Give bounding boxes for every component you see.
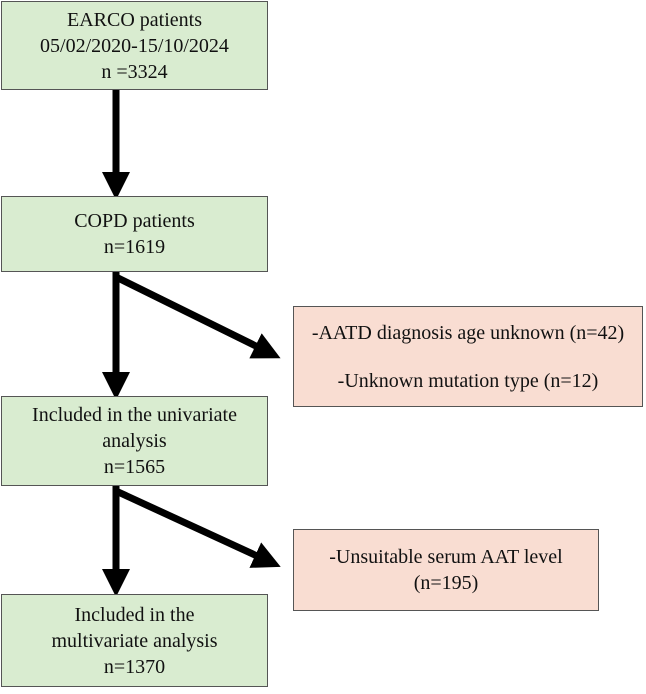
copd-count: n=1619 [103, 236, 166, 258]
multivariate-count: n=1370 [103, 655, 166, 678]
exclusion-box-1: -AATD diagnosis age unknown (n=42) -Unkn… [293, 306, 643, 407]
arrow-box3-to-exclusion2 [114, 487, 281, 568]
earco-patients-box: EARCO patients 05/02/2020-15/10/2024 n =… [1, 1, 268, 90]
exclusion-unsuitable-aat: -Unsuitable serum AAT level [329, 546, 563, 568]
exclusion-unknown-mutation: -Unknown mutation type (n=12) [337, 369, 599, 392]
univariate-count: n=1565 [103, 456, 166, 478]
univariate-title-line1: Included in the univariate [32, 404, 237, 426]
multivariate-title-line1: Included in the [74, 603, 195, 626]
multivariate-analysis-box: Included in the multivariate analysis n=… [1, 594, 268, 687]
exclusion-aatd-age-unknown: -AATD diagnosis age unknown (n=42) [311, 321, 625, 344]
exclusion-box-2: -Unsuitable serum AAT level (n=195) [293, 529, 599, 611]
earco-count: n =3324 [101, 60, 168, 83]
copd-patients-box: COPD patients n=1619 [1, 196, 268, 272]
earco-title: EARCO patients [67, 8, 202, 31]
exclusion-unsuitable-aat-count: (n=195) [413, 572, 479, 594]
multivariate-title-line2: multivariate analysis [51, 629, 218, 652]
copd-title: COPD patients [74, 210, 195, 232]
univariate-analysis-box: Included in the univariate analysis n=15… [1, 396, 268, 486]
earco-date-range: 05/02/2020-15/10/2024 [40, 34, 229, 57]
arrow-box2-to-exclusion1 [114, 273, 281, 359]
univariate-title-line2: analysis [102, 430, 167, 452]
